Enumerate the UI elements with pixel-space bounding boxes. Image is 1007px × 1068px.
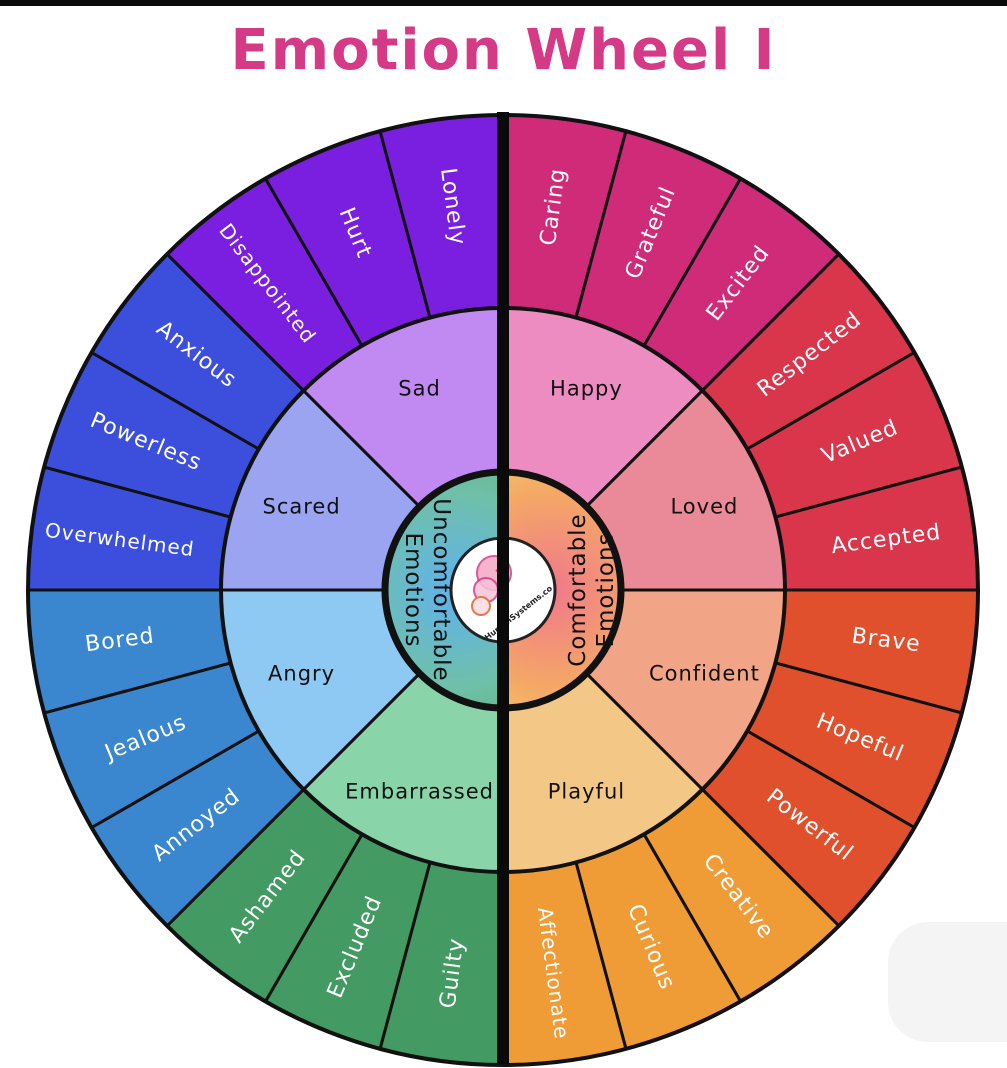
middle-label-confident: Confident [649,661,760,685]
middle-label-sad: Sad [398,377,441,401]
middle-label-loved: Loved [670,495,738,519]
middle-label-scared: Scared [263,495,341,519]
middle-label-embarrassed: Embarrassed [345,779,494,803]
page-title: Emotion Wheel I [230,18,777,83]
comfortable-label-line2: Emotions [593,532,619,647]
center-hub: Uncomfortable Emotions Comfortable Emoti… [381,468,625,712]
top-border [0,0,1007,6]
logo-circle-3 [471,596,491,616]
uncomfortable-half [385,472,503,708]
uncomfortable-label-line2: Emotions [400,532,426,647]
corner-smudge [888,922,1007,1042]
comfortable-label-line1: Comfortable [565,513,591,666]
comfortable-half [503,472,621,708]
middle-label-angry: Angry [268,661,335,685]
middle-label-playful: Playful [548,779,625,803]
center-divider [497,112,509,1064]
middle-label-happy: Happy [550,377,623,401]
